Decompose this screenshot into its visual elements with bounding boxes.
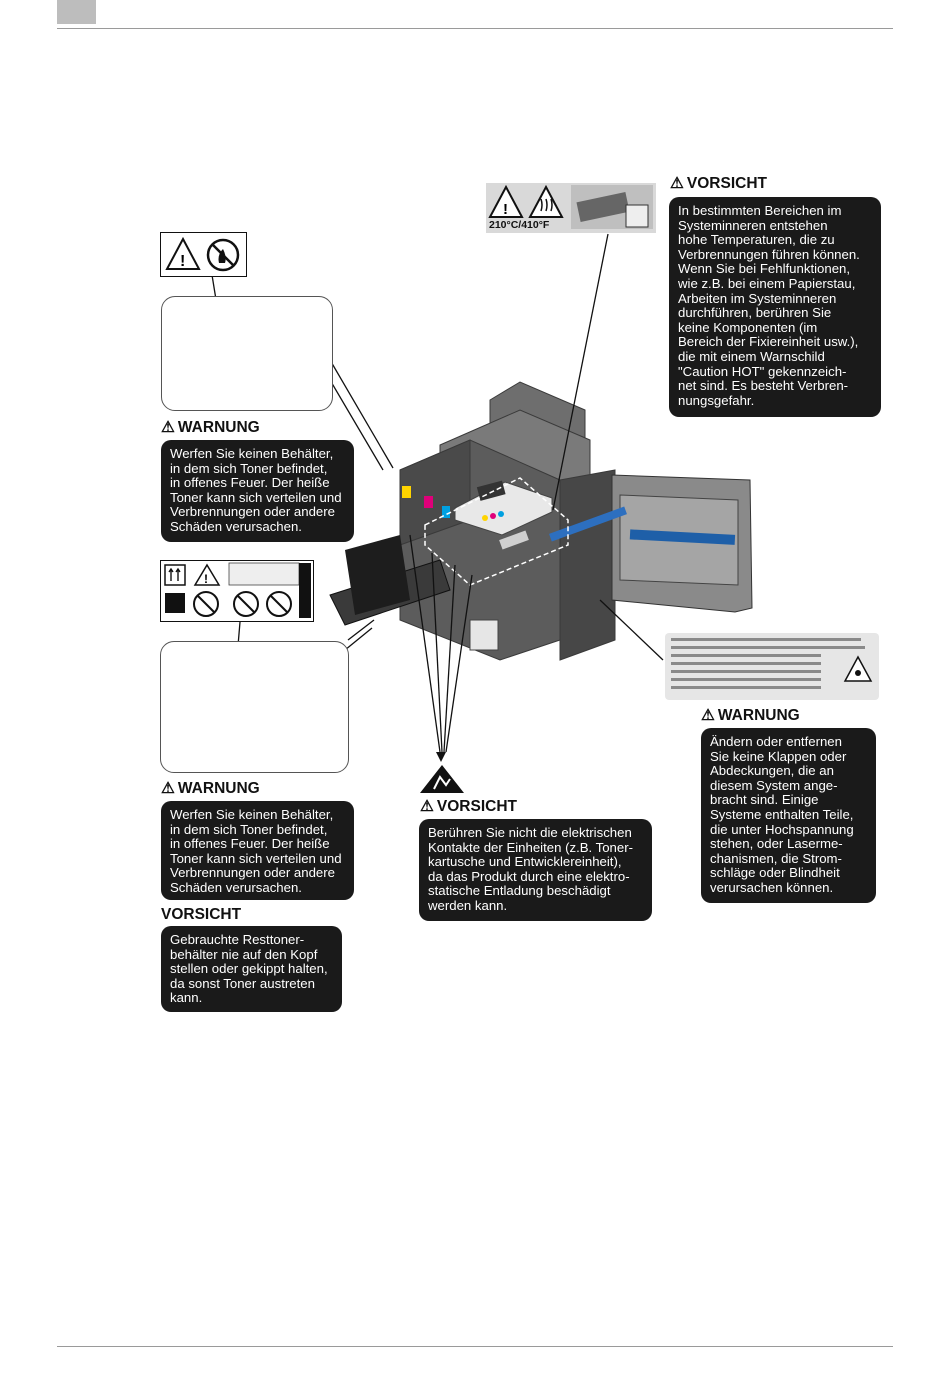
vorsicht-esd-text: Berühren Sie nicht die elektrischen Kont… xyxy=(419,819,652,921)
laser-warning-label xyxy=(665,633,879,700)
svg-text:!: ! xyxy=(204,572,208,586)
warnung-laser-heading: ⚠WARNUNG xyxy=(701,707,800,724)
chapter-marker xyxy=(57,0,96,24)
laser-icon xyxy=(843,655,873,682)
control-panel xyxy=(454,481,553,536)
warning-triangle-icon: ⚠ xyxy=(161,780,175,797)
warnung-waste-toner-text: Werfen Sie keinen Behälter, in dem sich … xyxy=(161,801,354,900)
waste-toner-pictogram: ! xyxy=(160,560,314,622)
vorsicht-resttoner-heading: VORSICHT xyxy=(161,906,242,923)
svg-text:!: ! xyxy=(180,253,185,270)
toner-warning-pictogram: ! xyxy=(160,232,247,277)
vorsicht-resttoner-text: Gebrauchte Resttoner- behälter nie auf d… xyxy=(161,926,342,1012)
header-rule xyxy=(57,28,893,29)
hot-temperature-text: 210°C/410°F xyxy=(489,219,550,231)
warning-triangle-icon: ⚠ xyxy=(701,707,715,724)
warnung-waste-toner-heading: ⚠WARNUNG xyxy=(161,780,260,797)
waste-toner-callout xyxy=(160,641,349,773)
warnung-toner-heading: ⚠WARNUNG xyxy=(161,419,260,436)
caution-hot-label: ! 210°C/410°F xyxy=(486,183,656,233)
toner-cartridge-callout xyxy=(161,296,333,411)
front-tray xyxy=(329,535,499,651)
esd-icon xyxy=(420,765,464,793)
warning-triangle-icon: ⚠ xyxy=(161,419,175,436)
vorsicht-hot-heading: ⚠VORSICHT xyxy=(670,175,767,192)
warning-triangle-icon: ⚠ xyxy=(420,798,434,815)
warnung-toner-text: Werfen Sie keinen Behälter, in dem sich … xyxy=(161,440,354,542)
warning-triangle-icon: ⚠ xyxy=(670,175,684,192)
svg-text:!: ! xyxy=(503,201,508,218)
footer-rule xyxy=(57,1346,893,1347)
vorsicht-esd-heading: ⚠VORSICHT xyxy=(420,798,517,815)
warnung-laser-text: Ändern oder entfernen Sie keine Klappen … xyxy=(701,728,876,903)
side-door xyxy=(549,474,753,613)
vorsicht-hot-text: In bestimmten Bereichen im Systeminneren… xyxy=(669,197,881,417)
